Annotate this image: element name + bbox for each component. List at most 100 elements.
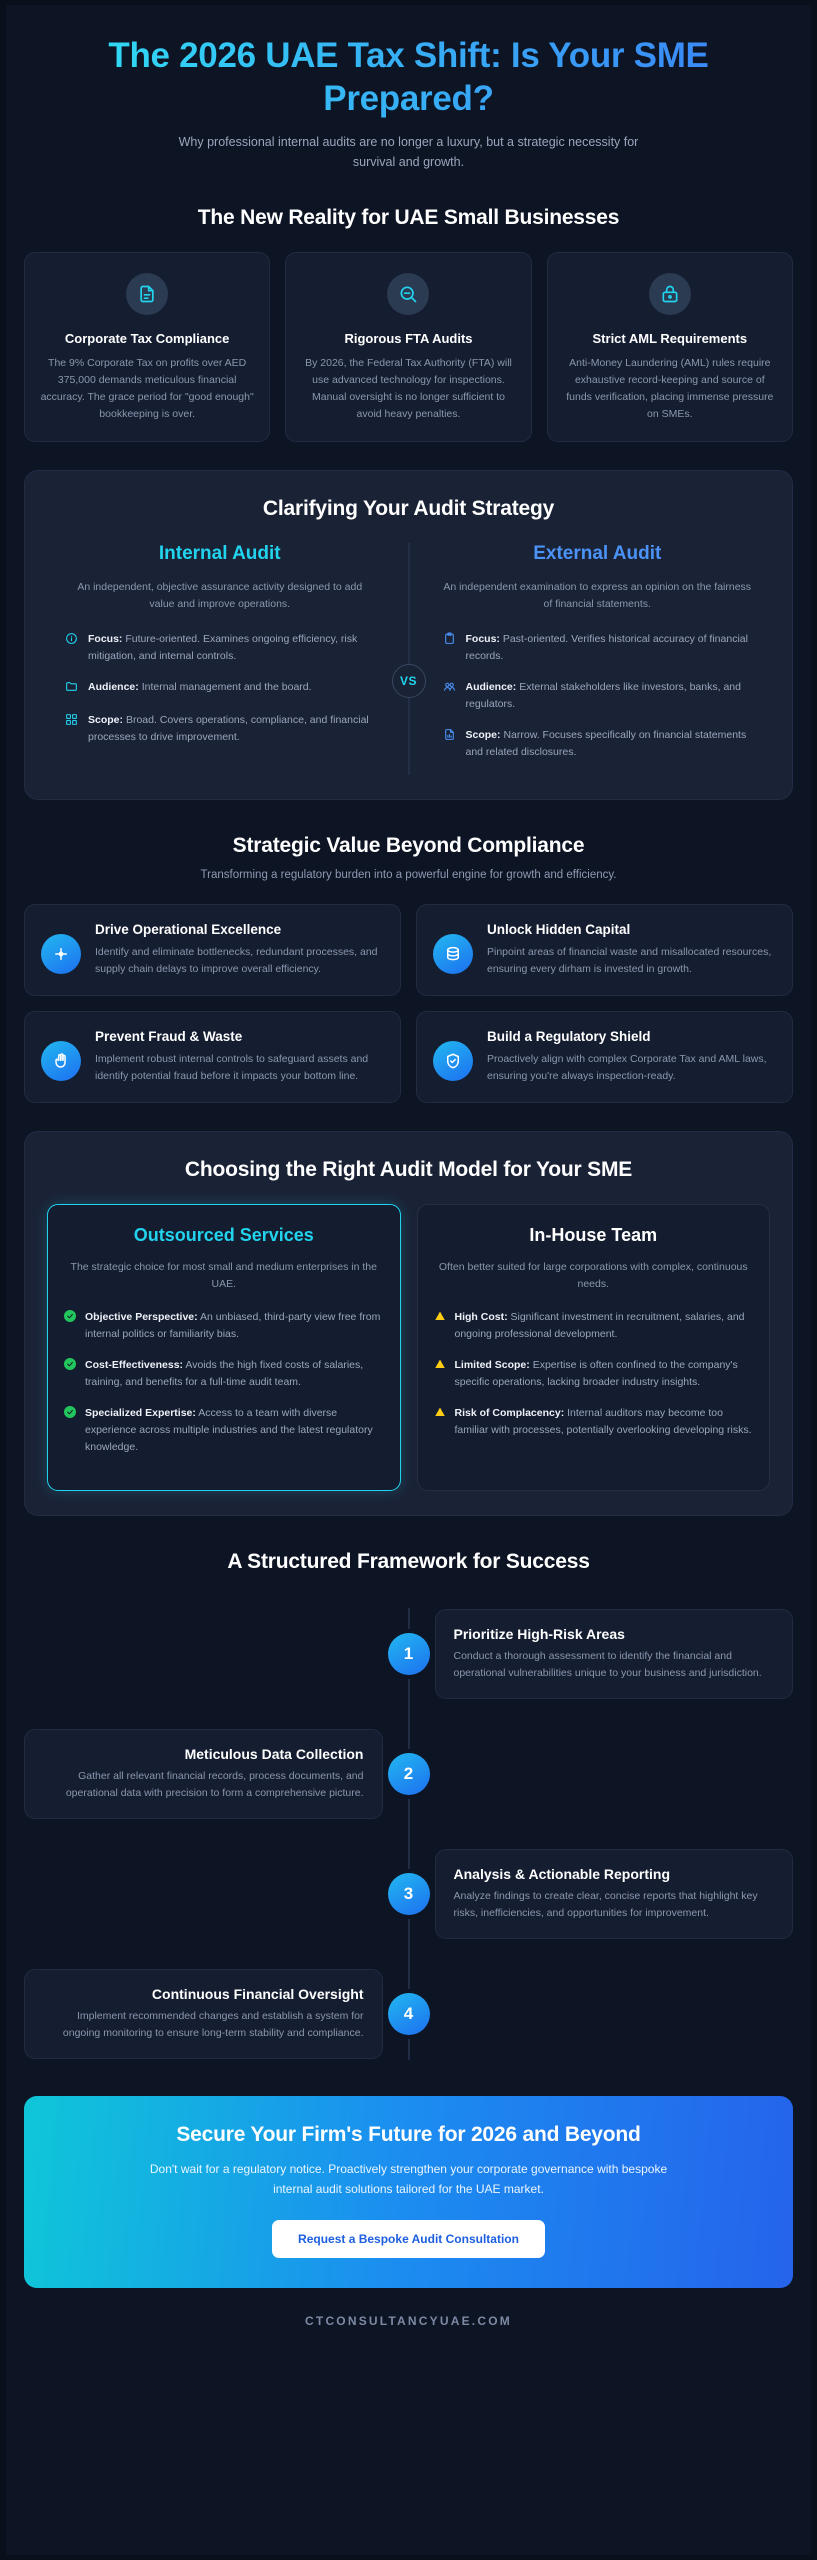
lock-icon <box>648 273 691 316</box>
outsourced-heading: Outsourced Services <box>133 1224 314 1245</box>
warning-triangle-icon <box>434 1405 447 1439</box>
item-label: Focus: <box>465 632 500 645</box>
outsourced-item: Objective Perspective: An unbiased, thir… <box>64 1309 384 1343</box>
warning-triangle-icon <box>434 1357 447 1391</box>
item-label: Audience: <box>465 680 517 693</box>
item-label: Specialized Expertise: <box>85 1407 196 1420</box>
item-text: Access to a team with diverse experience… <box>85 1407 373 1454</box>
in-house-team-card: In-House Team Often better suited for la… <box>416 1203 770 1492</box>
reality-card: Strict AML Requirements Anti-Money Laund… <box>546 252 793 443</box>
value-card-title: Unlock Hidden Capital <box>487 921 631 937</box>
reality-card-title: Corporate Tax Compliance <box>64 331 230 347</box>
inhouse-lead: Often better suited for large corporatio… <box>438 1260 748 1290</box>
step-number-badge: 3 <box>387 1873 430 1916</box>
strategic-value-title: Strategic Value Beyond Compliance <box>232 833 585 857</box>
step-number-badge: 1 <box>387 1633 430 1676</box>
item-text: Avoids the high fixed costs of salaries,… <box>85 1359 364 1389</box>
item-text: Significant investment in recruitment, s… <box>454 1311 745 1341</box>
new-reality-section: The New Reality for UAE Small Businesses… <box>6 176 811 443</box>
audit-model-panel: Choosing the Right Audit Model for Your … <box>24 1130 793 1517</box>
check-circle-icon <box>64 1309 77 1343</box>
info-circle-icon <box>65 631 79 665</box>
value-card-body: Pinpoint areas of financial waste and mi… <box>487 945 772 975</box>
warning-triangle-icon <box>434 1309 447 1343</box>
audit-strategy-panel: Clarifying Your Audit Strategy VS Intern… <box>24 470 793 800</box>
item-label: Focus: <box>88 632 123 645</box>
reality-card: Rigorous FTA Audits By 2026, the Federal… <box>285 252 532 443</box>
report-icon <box>443 727 457 761</box>
request-consultation-button[interactable]: Request a Bespoke Audit Consultation <box>272 2219 545 2258</box>
item-text: Narrow. Focuses specifically on financia… <box>465 728 747 758</box>
hero-subtitle: Why professional internal audits are no … <box>178 135 639 169</box>
cta-body: Don't wait for a regulatory notice. Proa… <box>149 2162 668 2196</box>
value-card-body: Proactively align with complex Corporate… <box>487 1052 767 1082</box>
reality-card-body: The 9% Corporate Tax on profits over AED… <box>40 357 254 421</box>
framework-timeline: 1 Prioritize High-Risk Areas Conduct a t… <box>6 1602 811 2066</box>
timeline-step: 3 Analysis & Actionable Reporting Analyz… <box>24 1842 793 1946</box>
reality-card: Corporate Tax Compliance The 9% Corporat… <box>24 252 271 443</box>
reality-card-body: Anti-Money Laundering (AML) rules requir… <box>566 357 774 421</box>
item-text: Expertise is often confined to the compa… <box>454 1359 738 1389</box>
comparison-divider <box>408 543 409 775</box>
item-text: External stakeholders like investors, ba… <box>465 680 741 710</box>
step-card: Meticulous Data Collection Gather all re… <box>24 1729 383 1820</box>
audit-model-comparison: Outsourced Services The strategic choice… <box>47 1203 770 1492</box>
folder-icon <box>65 679 79 698</box>
value-card: Prevent Fraud & Waste Implement robust i… <box>24 1010 401 1103</box>
value-card-title: Build a Regulatory Shield <box>487 1028 651 1044</box>
item-label: Scope: <box>465 728 501 741</box>
internal-audit-heading: Internal Audit <box>158 543 281 565</box>
strategic-value-subtitle: Transforming a regulatory burden into a … <box>200 868 617 881</box>
check-circle-icon <box>64 1357 77 1391</box>
item-text: Internal management and the board. <box>141 680 312 693</box>
strategic-value-section: Strategic Value Beyond Compliance Transf… <box>6 800 811 1103</box>
value-card-body: Identify and eliminate bottlenecks, redu… <box>95 945 378 975</box>
item-label: Limited Scope: <box>454 1359 530 1372</box>
page-title: The 2026 UAE Tax Shift: Is Your SME Prep… <box>46 35 771 120</box>
internal-audit-item: Audience: Internal management and the bo… <box>65 679 375 698</box>
item-label: Cost-Effectiveness: <box>85 1359 184 1372</box>
item-text: An unbiased, third-party view free from … <box>85 1311 381 1341</box>
step-body: Analyze findings to create clear, concis… <box>453 1890 758 1920</box>
audit-model-title: Choosing the Right Audit Model for Your … <box>184 1157 633 1181</box>
step-title: Prioritize High-Risk Areas <box>453 1626 625 1643</box>
footer-domain: CTCONSULTANCYUAE.COM <box>305 2313 512 2328</box>
coins-icon <box>433 933 473 974</box>
check-circle-icon <box>64 1405 77 1456</box>
item-label: Risk of Complacency: <box>454 1407 565 1420</box>
step-title: Meticulous Data Collection <box>184 1746 364 1763</box>
cta-title: Secure Your Firm's Future for 2026 and B… <box>176 2123 641 2147</box>
value-card-title: Drive Operational Excellence <box>95 921 282 937</box>
outsourced-item: Cost-Effectiveness: Avoids the high fixe… <box>64 1357 384 1391</box>
users-icon <box>443 679 457 713</box>
item-text: Future-oriented. Examines ongoing effici… <box>88 632 358 662</box>
external-audit-heading: External Audit <box>533 543 662 565</box>
audit-comparison: VS Internal Audit An independent, object… <box>47 543 770 775</box>
item-text: Past-oriented. Verifies historical accur… <box>465 632 748 662</box>
internal-audit-item: Focus: Future-oriented. Examines ongoing… <box>65 631 375 665</box>
timeline-step: Continuous Financial Oversight Implement… <box>24 1962 793 2066</box>
step-title: Analysis & Actionable Reporting <box>453 1866 671 1883</box>
internal-audit-column: Internal Audit An independent, objective… <box>47 543 409 775</box>
step-body: Gather all relevant financial records, p… <box>65 1770 364 1800</box>
step-card: Continuous Financial Oversight Implement… <box>24 1969 383 2060</box>
framework-title: A Structured Framework for Success <box>227 1550 590 1574</box>
new-reality-title: The New Reality for UAE Small Businesses <box>197 206 620 230</box>
value-card-title: Prevent Fraud & Waste <box>95 1028 243 1044</box>
hero-section: The 2026 UAE Tax Shift: Is Your SME Prep… <box>6 5 811 176</box>
timeline-step: 1 Prioritize High-Risk Areas Conduct a t… <box>24 1602 793 1706</box>
step-number-badge: 4 <box>387 1993 430 2036</box>
inhouse-item: High Cost: Significant investment in rec… <box>434 1309 754 1343</box>
outsourced-lead: The strategic choice for most small and … <box>70 1260 377 1290</box>
shield-check-icon <box>433 1040 473 1081</box>
value-card-body: Implement robust internal controls to sa… <box>95 1052 369 1082</box>
item-label: Scope: <box>88 713 124 726</box>
vs-badge: VS <box>391 664 426 699</box>
reality-card-body: By 2026, the Federal Tax Authority (FTA)… <box>305 357 512 421</box>
step-body: Implement recommended changes and establ… <box>62 2010 364 2040</box>
framework-section: A Structured Framework for Success 1 Pri… <box>6 1516 811 2066</box>
value-card-grid: Drive Operational Excellence Identify an… <box>6 903 811 1103</box>
inhouse-item: Risk of Complacency: Internal auditors m… <box>434 1405 754 1439</box>
cta-banner: Secure Your Firm's Future for 2026 and B… <box>24 2096 793 2288</box>
